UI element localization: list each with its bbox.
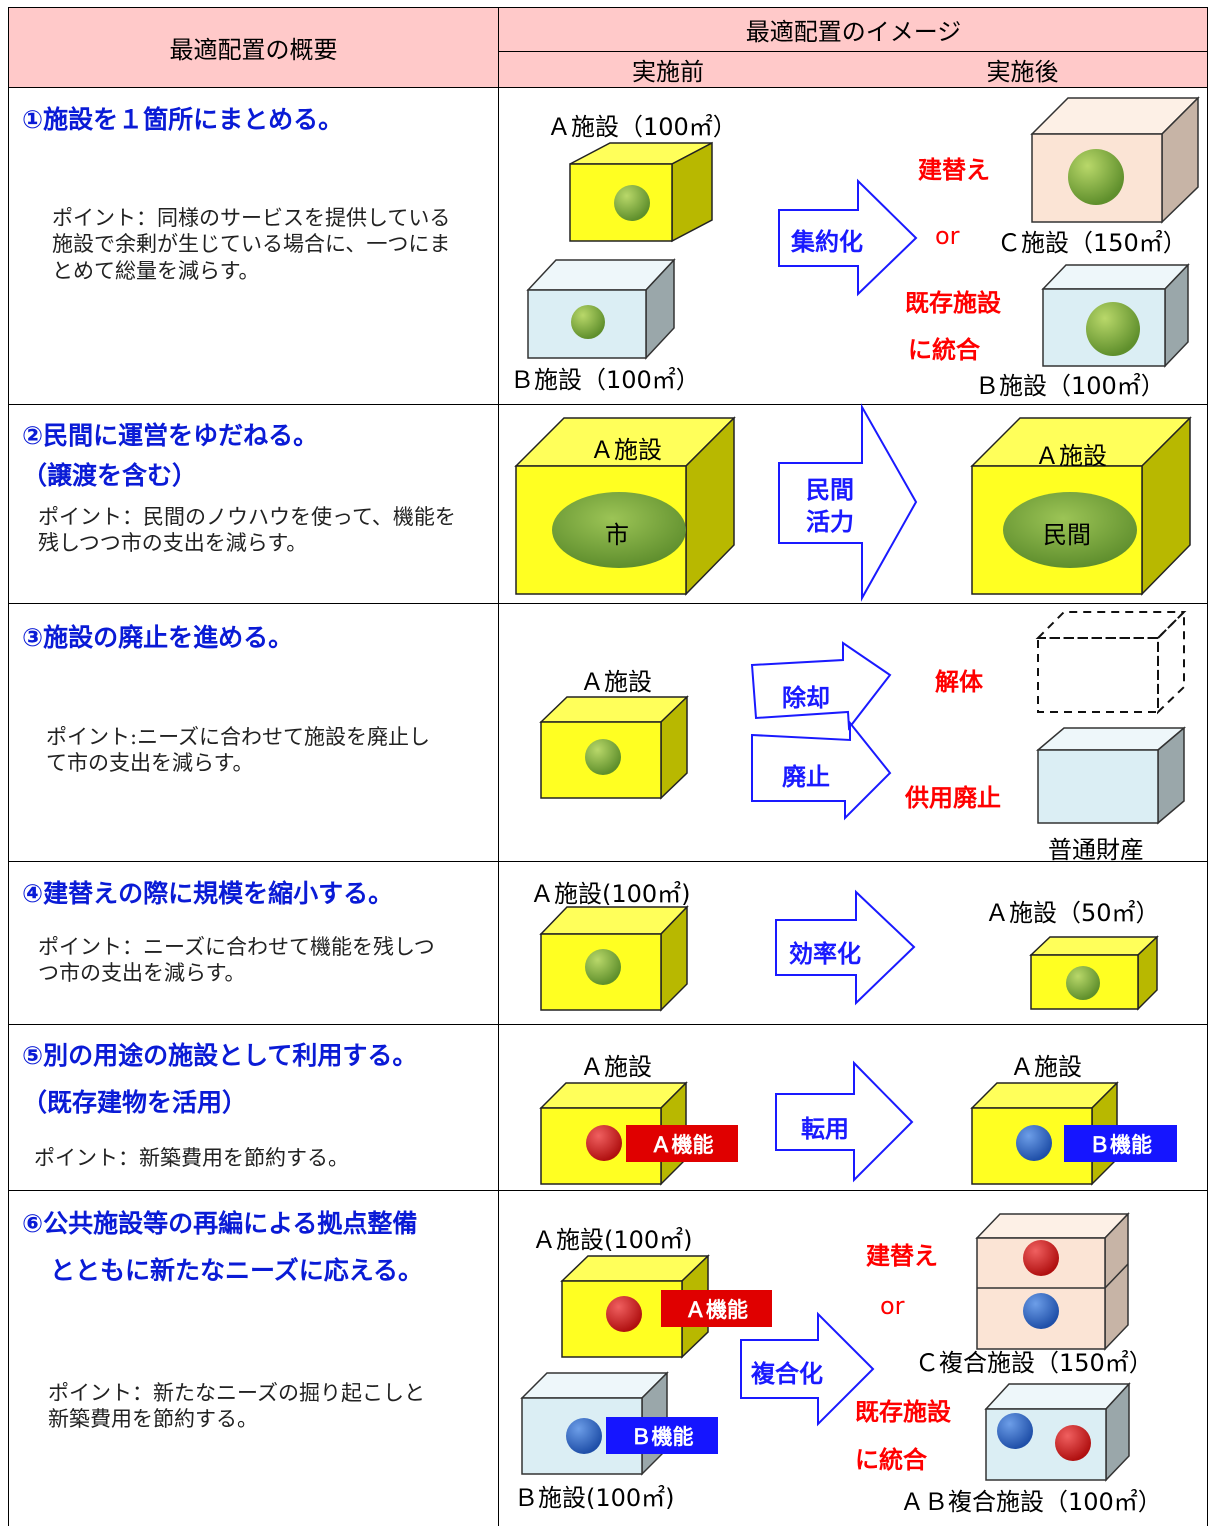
box-ab-row6 <box>984 1382 1131 1482</box>
row2-point: ポイント：民間のノウハウを使って、機能を残しつつ市の支出を減らす。 <box>38 505 456 556</box>
row6-subtitle: とともに新たなニーズに応える。 <box>50 1256 424 1285</box>
row6-function-a-label: Ａ機能 <box>685 1297 748 1322</box>
row5-label-a2: Ａ施設 <box>1010 1053 1082 1081</box>
row1-point: ポイント：同様のサービスを提供している施設で余剰が生じている場合に、一つにまとめ… <box>52 206 451 283</box>
grid-header-split <box>499 51 1208 52</box>
row6-function-a-badge: Ａ機能 <box>661 1290 772 1327</box>
row5-arrow-text: 転用 <box>801 1115 849 1143</box>
row5-point: ポイント：新築費用を節約する。 <box>34 1146 349 1170</box>
row6-rebuild: 建替え <box>866 1242 938 1270</box>
row1-title: ①施設を１箇所にまとめる。 <box>22 105 344 134</box>
box-a-row4 <box>539 905 689 1012</box>
row2-label-a2: Ａ施設 <box>1035 442 1107 470</box>
row2-subtitle: （譲渡を含む） <box>22 461 198 490</box>
grid-right <box>1207 7 1208 1526</box>
row1-label-b2: Ｂ施設（100㎡） <box>975 372 1165 400</box>
row6-title: ⑥公共施設等の再編による拠点整備 <box>22 1209 418 1238</box>
row2-label-a: Ａ施設 <box>590 436 662 464</box>
row1-merge-line2: に統合 <box>908 336 980 364</box>
row6-label-b: Ｂ施設(100㎡) <box>514 1484 675 1512</box>
grid-header-bottom <box>8 87 1208 88</box>
row2-arrow-line2: 活力 <box>806 508 854 536</box>
box-a-row1 <box>569 141 713 243</box>
box-a-row2 <box>514 416 736 596</box>
row4-label-a2: Ａ施設（50㎡） <box>985 899 1160 927</box>
row3-demolish: 解体 <box>935 668 983 696</box>
arrow-consolidate <box>778 178 918 297</box>
row3-arrow2-text: 廃止 <box>782 763 830 791</box>
row6-label-ab: ＡＢ複合施設（100㎡） <box>900 1488 1162 1516</box>
row4-point: ポイント：ニーズに合わせて機能を残しつつ市の支出を減らす。 <box>38 935 435 986</box>
row5-label-a: Ａ施設 <box>580 1053 652 1081</box>
grid-left <box>8 7 9 1526</box>
row1-or: or <box>935 222 960 250</box>
row3-label-general: 普通財産 <box>1048 836 1144 864</box>
row2-arrow-line1: 民間 <box>806 476 854 504</box>
row5-function-a-badge: Ａ機能 <box>626 1125 738 1162</box>
row5-subtitle: （既存建物を活用） <box>22 1088 248 1117</box>
dashed-box <box>1035 609 1187 715</box>
grid-row-4 <box>8 1024 1208 1025</box>
row2-label-private: 民間 <box>1043 521 1091 549</box>
row6-label-a: Ａ施設(100㎡) <box>532 1226 693 1254</box>
box-general-row3 <box>1035 726 1187 825</box>
header-overview-label: 最適配置の概要 <box>169 35 338 64</box>
grid-middle <box>498 7 499 1526</box>
box-b-row1 <box>526 258 676 360</box>
row2-label-city: 市 <box>605 521 629 549</box>
row6-merge-line2: に統合 <box>855 1446 927 1474</box>
header-image-label: 最適配置のイメージ <box>745 17 962 46</box>
row4-title: ④建替えの際に規模を縮小する。 <box>22 879 394 908</box>
box-a2-row4 <box>1029 935 1159 1011</box>
arrow-abolish <box>751 720 892 821</box>
box-b2-row1 <box>1041 263 1190 368</box>
header-overview: 最適配置の概要 <box>8 7 499 87</box>
row1-arrow-text: 集約化 <box>791 228 863 256</box>
row1-rebuild: 建替え <box>918 156 990 184</box>
row6-function-b-badge: Ｂ機能 <box>606 1417 718 1454</box>
header-after: 実施後 <box>837 51 1208 87</box>
arrow-convert <box>775 1060 914 1183</box>
row3-title: ③施設の廃止を進める。 <box>22 623 294 652</box>
row5-title: ⑤別の用途の施設として利用する。 <box>22 1041 418 1070</box>
row3-arrow1-text: 除却 <box>782 684 830 712</box>
row2-title: ②民間に運営をゆだねる。 <box>22 421 319 450</box>
row3-label-a: Ａ施設 <box>580 668 652 696</box>
header-before: 実施前 <box>499 51 837 87</box>
arrow-efficiency <box>775 889 916 1006</box>
row4-arrow-text: 効率化 <box>789 940 861 968</box>
row3-abolish: 供用廃止 <box>905 784 1001 812</box>
row4-label-a: Ａ施設(100㎡) <box>530 880 691 908</box>
arrow-private <box>778 403 918 602</box>
row6-function-b-label: Ｂ機能 <box>630 1424 694 1449</box>
row5-function-b-badge: Ｂ機能 <box>1064 1125 1177 1162</box>
row6-merge-line1: 既存施設 <box>855 1398 951 1426</box>
row1-label-c: Ｃ施設（150㎡） <box>997 229 1187 257</box>
box-a-row3 <box>539 695 689 800</box>
arrow-combine <box>740 1311 875 1427</box>
row6-or: or <box>880 1292 905 1320</box>
row1-label-b: Ｂ施設（100㎡） <box>510 366 700 394</box>
grid-top <box>8 7 1208 8</box>
box-c-row1 <box>1030 96 1200 224</box>
row1-label-a: Ａ施設（100㎡） <box>547 113 737 141</box>
header-before-label: 実施前 <box>632 57 704 86</box>
grid-row-3 <box>8 861 1208 862</box>
row3-point: ポイント:ニーズに合わせて施設を廃止して市の支出を減らす。 <box>46 725 431 776</box>
row1-merge-line1: 既存施設 <box>905 289 1001 317</box>
row6-point: ポイント：新たなニーズの掘り起こしと新築費用を節約する。 <box>48 1381 425 1432</box>
grid-row-1 <box>8 404 1208 405</box>
grid-row-5 <box>8 1190 1208 1191</box>
grid-row-2 <box>8 603 1208 604</box>
row5-function-a-label: Ａ機能 <box>650 1132 714 1157</box>
row6-label-c: Ｃ複合施設（150㎡） <box>915 1349 1153 1377</box>
arrow-remove <box>750 641 892 731</box>
row5-function-b-label: Ｂ機能 <box>1089 1132 1152 1157</box>
header-after-label: 実施後 <box>986 57 1059 86</box>
row6-arrow-text: 複合化 <box>751 1360 823 1388</box>
header-image: 最適配置のイメージ <box>499 7 1208 51</box>
box-a2-row2 <box>970 416 1192 596</box>
box-c-row6 <box>975 1212 1130 1351</box>
